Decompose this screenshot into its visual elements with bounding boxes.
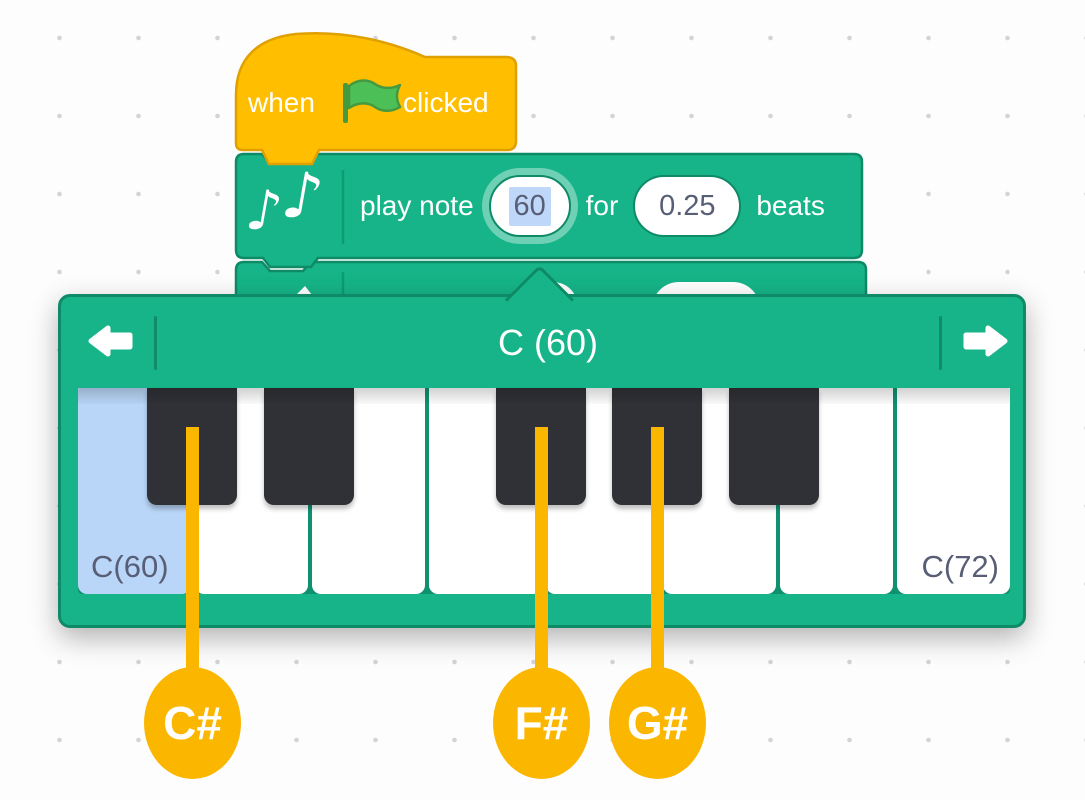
note-input-value[interactable]: 60 xyxy=(508,186,551,226)
callout-line-csharp xyxy=(186,427,199,689)
key-label-c72: C(72) xyxy=(921,549,999,584)
note-input[interactable]: 60 xyxy=(488,175,571,237)
header-divider xyxy=(939,315,942,370)
key-label-c60: C(60) xyxy=(91,549,169,584)
hat-label-clicked: clicked xyxy=(403,87,489,118)
beats-input-value: 0.25 xyxy=(659,189,716,222)
play-note-label: play note xyxy=(360,190,474,221)
callout-bubble-gsharp: G# xyxy=(609,667,706,779)
arrow-right-icon xyxy=(962,324,1008,361)
beats-label: beats xyxy=(756,190,825,221)
when-flag-clicked-block[interactable] xyxy=(234,32,518,166)
callout-bubble-csharp: C# xyxy=(144,667,241,779)
popup-header: C (60) xyxy=(61,297,1023,388)
arrow-left-icon xyxy=(88,324,134,361)
callout-line-fsharp xyxy=(535,427,548,689)
black-key-asharp[interactable] xyxy=(729,388,819,505)
green-flag-icon xyxy=(343,79,402,123)
octave-down-button[interactable] xyxy=(88,324,134,361)
hat-label-when: when xyxy=(248,87,315,118)
piano-key-c72[interactable]: C(72) xyxy=(897,388,1010,594)
octave-up-button[interactable] xyxy=(962,324,1008,361)
callout-line-gsharp xyxy=(651,427,664,689)
for-label: for xyxy=(585,190,619,221)
selected-note-title: C (60) xyxy=(497,321,599,363)
play-note-block-content: play note 60 for 0.25 beats xyxy=(236,154,862,258)
beats-input[interactable]: 0.25 xyxy=(633,175,742,237)
callout-bubble-fsharp: F# xyxy=(493,667,590,779)
black-key-dsharp[interactable] xyxy=(264,388,354,505)
header-divider xyxy=(154,315,157,370)
